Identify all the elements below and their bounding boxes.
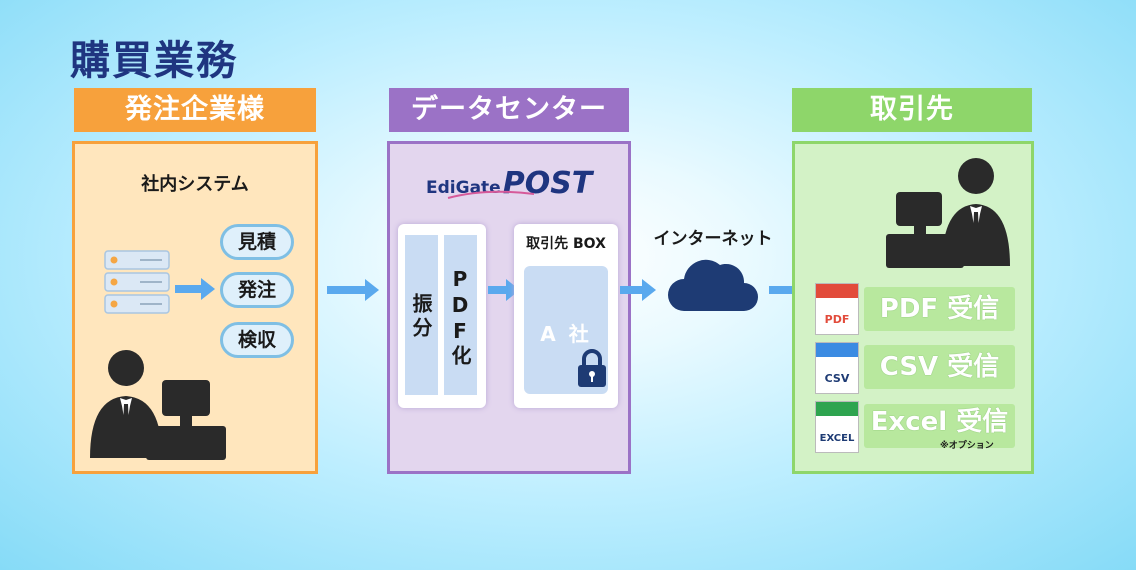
partner-inner: A 社 xyxy=(524,266,608,394)
cloud-icon xyxy=(668,259,758,311)
recv-pdf: PDF 受信 xyxy=(864,287,1015,331)
partner-box-label: 取引先 BOX xyxy=(526,236,606,252)
system-label: 社内システム xyxy=(141,174,249,195)
excel-file-label: EXCEL xyxy=(819,433,855,444)
col-furiwake-text: 振分 xyxy=(409,293,433,341)
datacenter-header: データセンター xyxy=(389,88,629,132)
db-kenshu: 検収 xyxy=(220,322,294,358)
server-icon xyxy=(104,250,170,314)
person-computer-icon xyxy=(90,350,226,460)
receiver-header: 取引先 xyxy=(792,88,1032,132)
recv-csv: CSV 受信 xyxy=(864,345,1015,389)
db-hacchu: 発注 xyxy=(220,272,294,308)
sender-internal-arrow xyxy=(175,278,215,300)
col-pdfka: PDF化 xyxy=(444,235,477,395)
arrow-datacenter-internet xyxy=(620,279,656,301)
pdf-file-label: PDF xyxy=(824,313,850,326)
col-pdfka-text: PDF化 xyxy=(448,267,472,367)
db-mitsumori: 見積 xyxy=(220,224,294,260)
partner-inner-text: A 社 xyxy=(540,322,592,346)
person-computer-icon-receiver xyxy=(886,158,1010,268)
logo-swoosh xyxy=(447,190,535,199)
option-note: ※オプション xyxy=(940,441,994,451)
page-title: 購買業務 xyxy=(70,38,238,84)
col-furiwake: 振分 xyxy=(405,235,438,395)
sender-header: 発注企業様 xyxy=(74,88,316,132)
arrow-pdf-box xyxy=(488,279,520,301)
edigate-logo: EdiGatePOST xyxy=(426,166,592,201)
csv-file-label: CSV xyxy=(824,372,850,385)
internet-label: インターネット xyxy=(653,229,773,249)
arrow-sender-datacenter xyxy=(327,279,379,301)
logo-big: POST xyxy=(502,166,593,201)
recv-excel: Excel 受信 xyxy=(864,404,1015,448)
lock-icon xyxy=(578,349,606,387)
pdf-file-icon: PDF xyxy=(815,283,859,335)
csv-file-icon: CSV xyxy=(815,342,859,394)
excel-file-icon: EXCEL xyxy=(815,401,859,453)
